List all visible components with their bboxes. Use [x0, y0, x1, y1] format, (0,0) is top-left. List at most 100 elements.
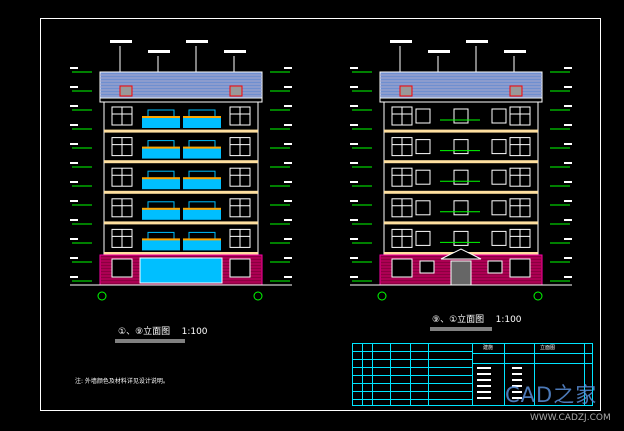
balcony-glass	[142, 117, 180, 128]
elevation-label	[70, 105, 78, 107]
elevation-label	[564, 238, 572, 240]
balcony-glass	[142, 178, 180, 190]
annotation-label	[148, 50, 170, 53]
elevation-label	[564, 200, 572, 202]
right-elevation-scale: 1:100	[495, 315, 522, 325]
annotation-label	[186, 40, 208, 43]
elevation-label	[70, 200, 78, 202]
right-elevation-title: ⑨、①立面图 1:100	[432, 315, 522, 326]
elevation-label	[564, 105, 572, 107]
ground-window	[419, 260, 435, 274]
elevation-label	[350, 86, 358, 88]
eave	[99, 97, 263, 103]
ground-window	[229, 258, 251, 278]
title-block-text	[477, 391, 491, 393]
elevation-label	[564, 181, 572, 183]
title-block-drawing-name: 立面图	[540, 345, 556, 351]
entrance-canopy	[440, 248, 482, 260]
elevation-label	[564, 86, 572, 88]
elevation-label	[284, 86, 292, 88]
dormer-window	[399, 85, 413, 97]
title-block-text	[512, 385, 522, 387]
elevation-label	[284, 105, 292, 107]
balcony-glass	[183, 208, 221, 220]
title-block-text	[512, 379, 522, 381]
balcony-glass	[183, 239, 221, 251]
elevation-label	[284, 181, 292, 183]
title-block-text	[512, 391, 522, 393]
dormer-window	[229, 85, 243, 97]
balcony-slab	[142, 207, 180, 210]
elevation-label	[350, 105, 358, 107]
elevation-label	[350, 257, 358, 259]
window	[453, 200, 469, 216]
floor-band	[384, 129, 538, 133]
annotation-label	[428, 50, 450, 53]
annotation-label	[224, 50, 246, 53]
elevation-label	[70, 257, 78, 259]
floor-band	[104, 221, 258, 225]
floor-band	[104, 129, 258, 133]
left-elevation-scale: 1:100	[181, 327, 208, 337]
window	[415, 169, 431, 185]
elevation-label	[564, 124, 572, 126]
window	[491, 200, 507, 216]
window	[453, 139, 469, 155]
elevation-label	[70, 219, 78, 221]
drawing-frame	[40, 18, 601, 411]
balcony-slab	[183, 238, 221, 241]
ground-storefront	[139, 257, 223, 284]
balcony-glass	[183, 147, 221, 159]
window	[453, 169, 469, 185]
left-elevation-title-text: ①、⑨立面图	[118, 327, 171, 337]
title-block-text	[477, 373, 491, 375]
left-elevation-title: ①、⑨立面图 1:100	[118, 327, 208, 338]
window	[453, 230, 469, 246]
floor-band	[104, 190, 258, 194]
elevation-label	[70, 162, 78, 164]
dormer-window	[119, 85, 133, 97]
elevation-label	[284, 200, 292, 202]
title-block-text	[512, 367, 522, 369]
annotation-label	[110, 40, 132, 43]
balcony-glass	[142, 208, 180, 220]
elevation-label	[70, 124, 78, 126]
watermark-brand: CAD之家	[505, 383, 598, 407]
ground-window	[487, 260, 503, 274]
window	[415, 139, 431, 155]
elevation-label	[70, 143, 78, 145]
elevation-label	[284, 143, 292, 145]
annotation-label	[390, 40, 412, 43]
drawing-note: 注: 外墙颜色及材料详见设计说明。	[75, 378, 169, 385]
elevation-label	[70, 181, 78, 183]
elevation-label	[350, 181, 358, 183]
elevation-label	[70, 86, 78, 88]
balcony-glass	[142, 147, 180, 159]
title-block-text	[477, 385, 491, 387]
title-block-text	[477, 397, 491, 399]
elevation-label	[284, 162, 292, 164]
window	[491, 139, 507, 155]
window	[491, 230, 507, 246]
floor-band	[104, 252, 258, 255]
title-block-text	[512, 373, 522, 375]
balcony-slab	[183, 116, 221, 118]
elevation-label	[350, 162, 358, 164]
balcony-glass	[183, 117, 221, 128]
balcony-slab	[142, 116, 180, 118]
elevation-label	[70, 67, 78, 69]
entrance-door	[450, 260, 472, 286]
axis-bubble	[533, 291, 543, 301]
title-block-sheet-label: 建施	[483, 345, 494, 351]
window	[453, 108, 469, 124]
balcony-glass	[183, 178, 221, 190]
floor-band	[384, 190, 538, 194]
axis-bubble	[97, 291, 107, 301]
floor-band	[104, 160, 258, 164]
elevation-label	[564, 257, 572, 259]
balcony-slab	[183, 146, 221, 149]
elevation-label	[284, 257, 292, 259]
elevation-label	[350, 124, 358, 126]
